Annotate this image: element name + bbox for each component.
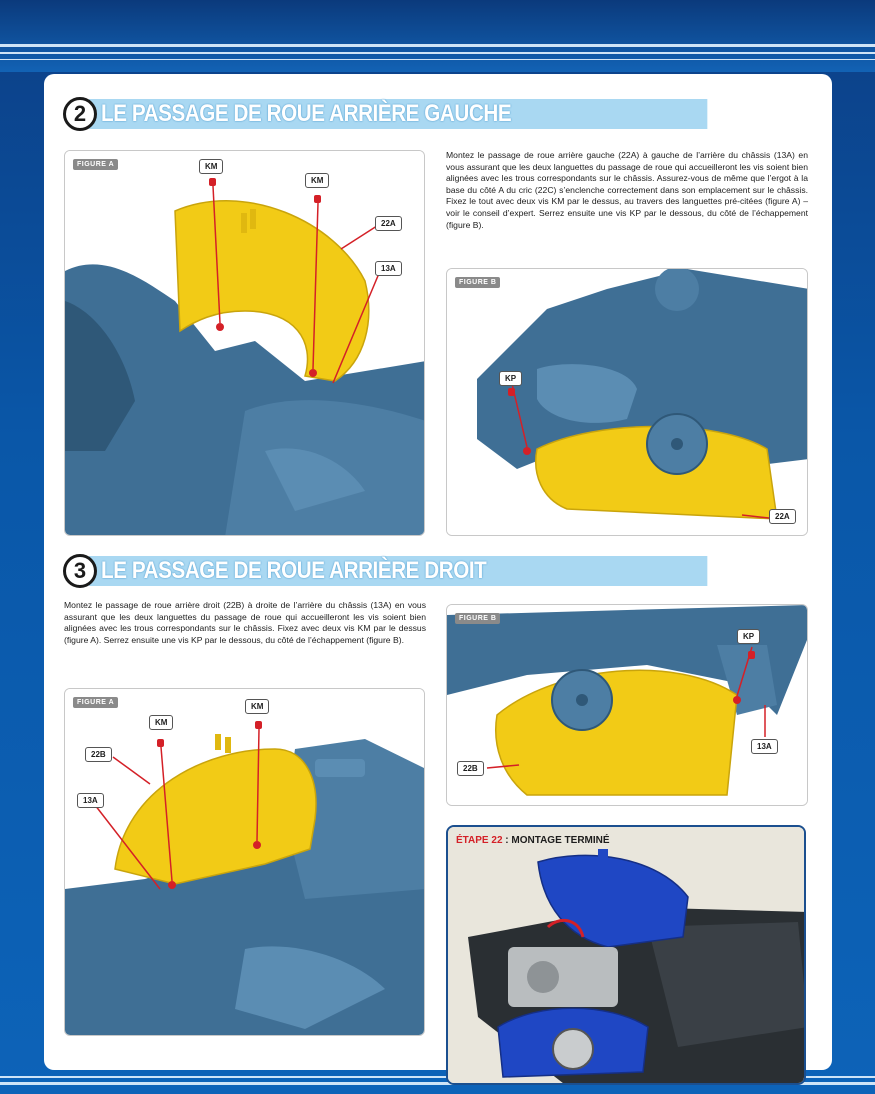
callout-km: KM [199,159,224,174]
figure-3b-illustration [447,605,807,805]
figure-tag: FIGURE B [455,613,501,624]
figure-tag: FIGURE A [73,159,119,170]
footer-stripe [0,1076,875,1078]
footer-band [0,1068,875,1094]
step-complete-box: ÉTAPE 22 : MONTAGE TERMINÉ [446,825,806,1085]
section-3-instructions: Montez le passage de roue arrière droit … [64,600,426,645]
callout-kp: KP [499,371,523,386]
figure-tag: FIGURE B [455,277,501,288]
callout-kp: KP [737,629,761,644]
step-label-separator: : [502,835,512,846]
figure-2b: FIGURE B KP 22A [446,268,808,536]
completed-assembly-illustration [448,827,804,1083]
header-stripe [0,44,875,47]
figure-2b-illustration [447,269,807,535]
header-band [0,0,875,72]
callout-13a: 13A [751,739,778,754]
header-stripe [0,52,875,54]
step-label: ÉTAPE 22 [456,835,503,846]
figure-3a-illustration [65,689,424,1035]
step-number-badge: 2 [63,97,97,131]
figure-2a-illustration [65,151,424,535]
callout-22b: 22B [85,747,112,762]
step-number-badge: 3 [63,554,97,588]
step-complete-title: ÉTAPE 22 : MONTAGE TERMINÉ [456,835,610,846]
callout-22a: 22A [375,216,402,231]
figure-tag: FIGURE A [73,697,119,708]
callout-km: KM [305,173,330,188]
section-2-header: 2 LE PASSAGE DE ROUE ARRIÈRE GAUCHE [63,97,808,131]
section-2-instructions: Montez le passage de roue arrière gauche… [446,150,808,230]
callout-22b: 22B [457,761,484,776]
section-3-header: 3 LE PASSAGE DE ROUE ARRIÈRE DROIT [63,554,808,588]
callout-km: KM [149,715,174,730]
figure-2a: FIGURE A KM KM 22A 13A [64,150,425,536]
figure-3b: FIGURE B KP 13A 22B [446,604,808,806]
section-title: LE PASSAGE DE ROUE ARRIÈRE GAUCHE [89,99,708,129]
header-stripe [0,59,875,60]
callout-km: KM [245,699,270,714]
callout-13a: 13A [375,261,402,276]
callout-13a: 13A [77,793,104,808]
figure-3a: FIGURE A KM KM 22B 13A [64,688,425,1036]
section-title: LE PASSAGE DE ROUE ARRIÈRE DROIT [89,556,708,586]
step-complete-text: MONTAGE TERMINÉ [511,835,610,846]
callout-22a: 22A [769,509,796,524]
footer-stripe [0,1082,875,1085]
